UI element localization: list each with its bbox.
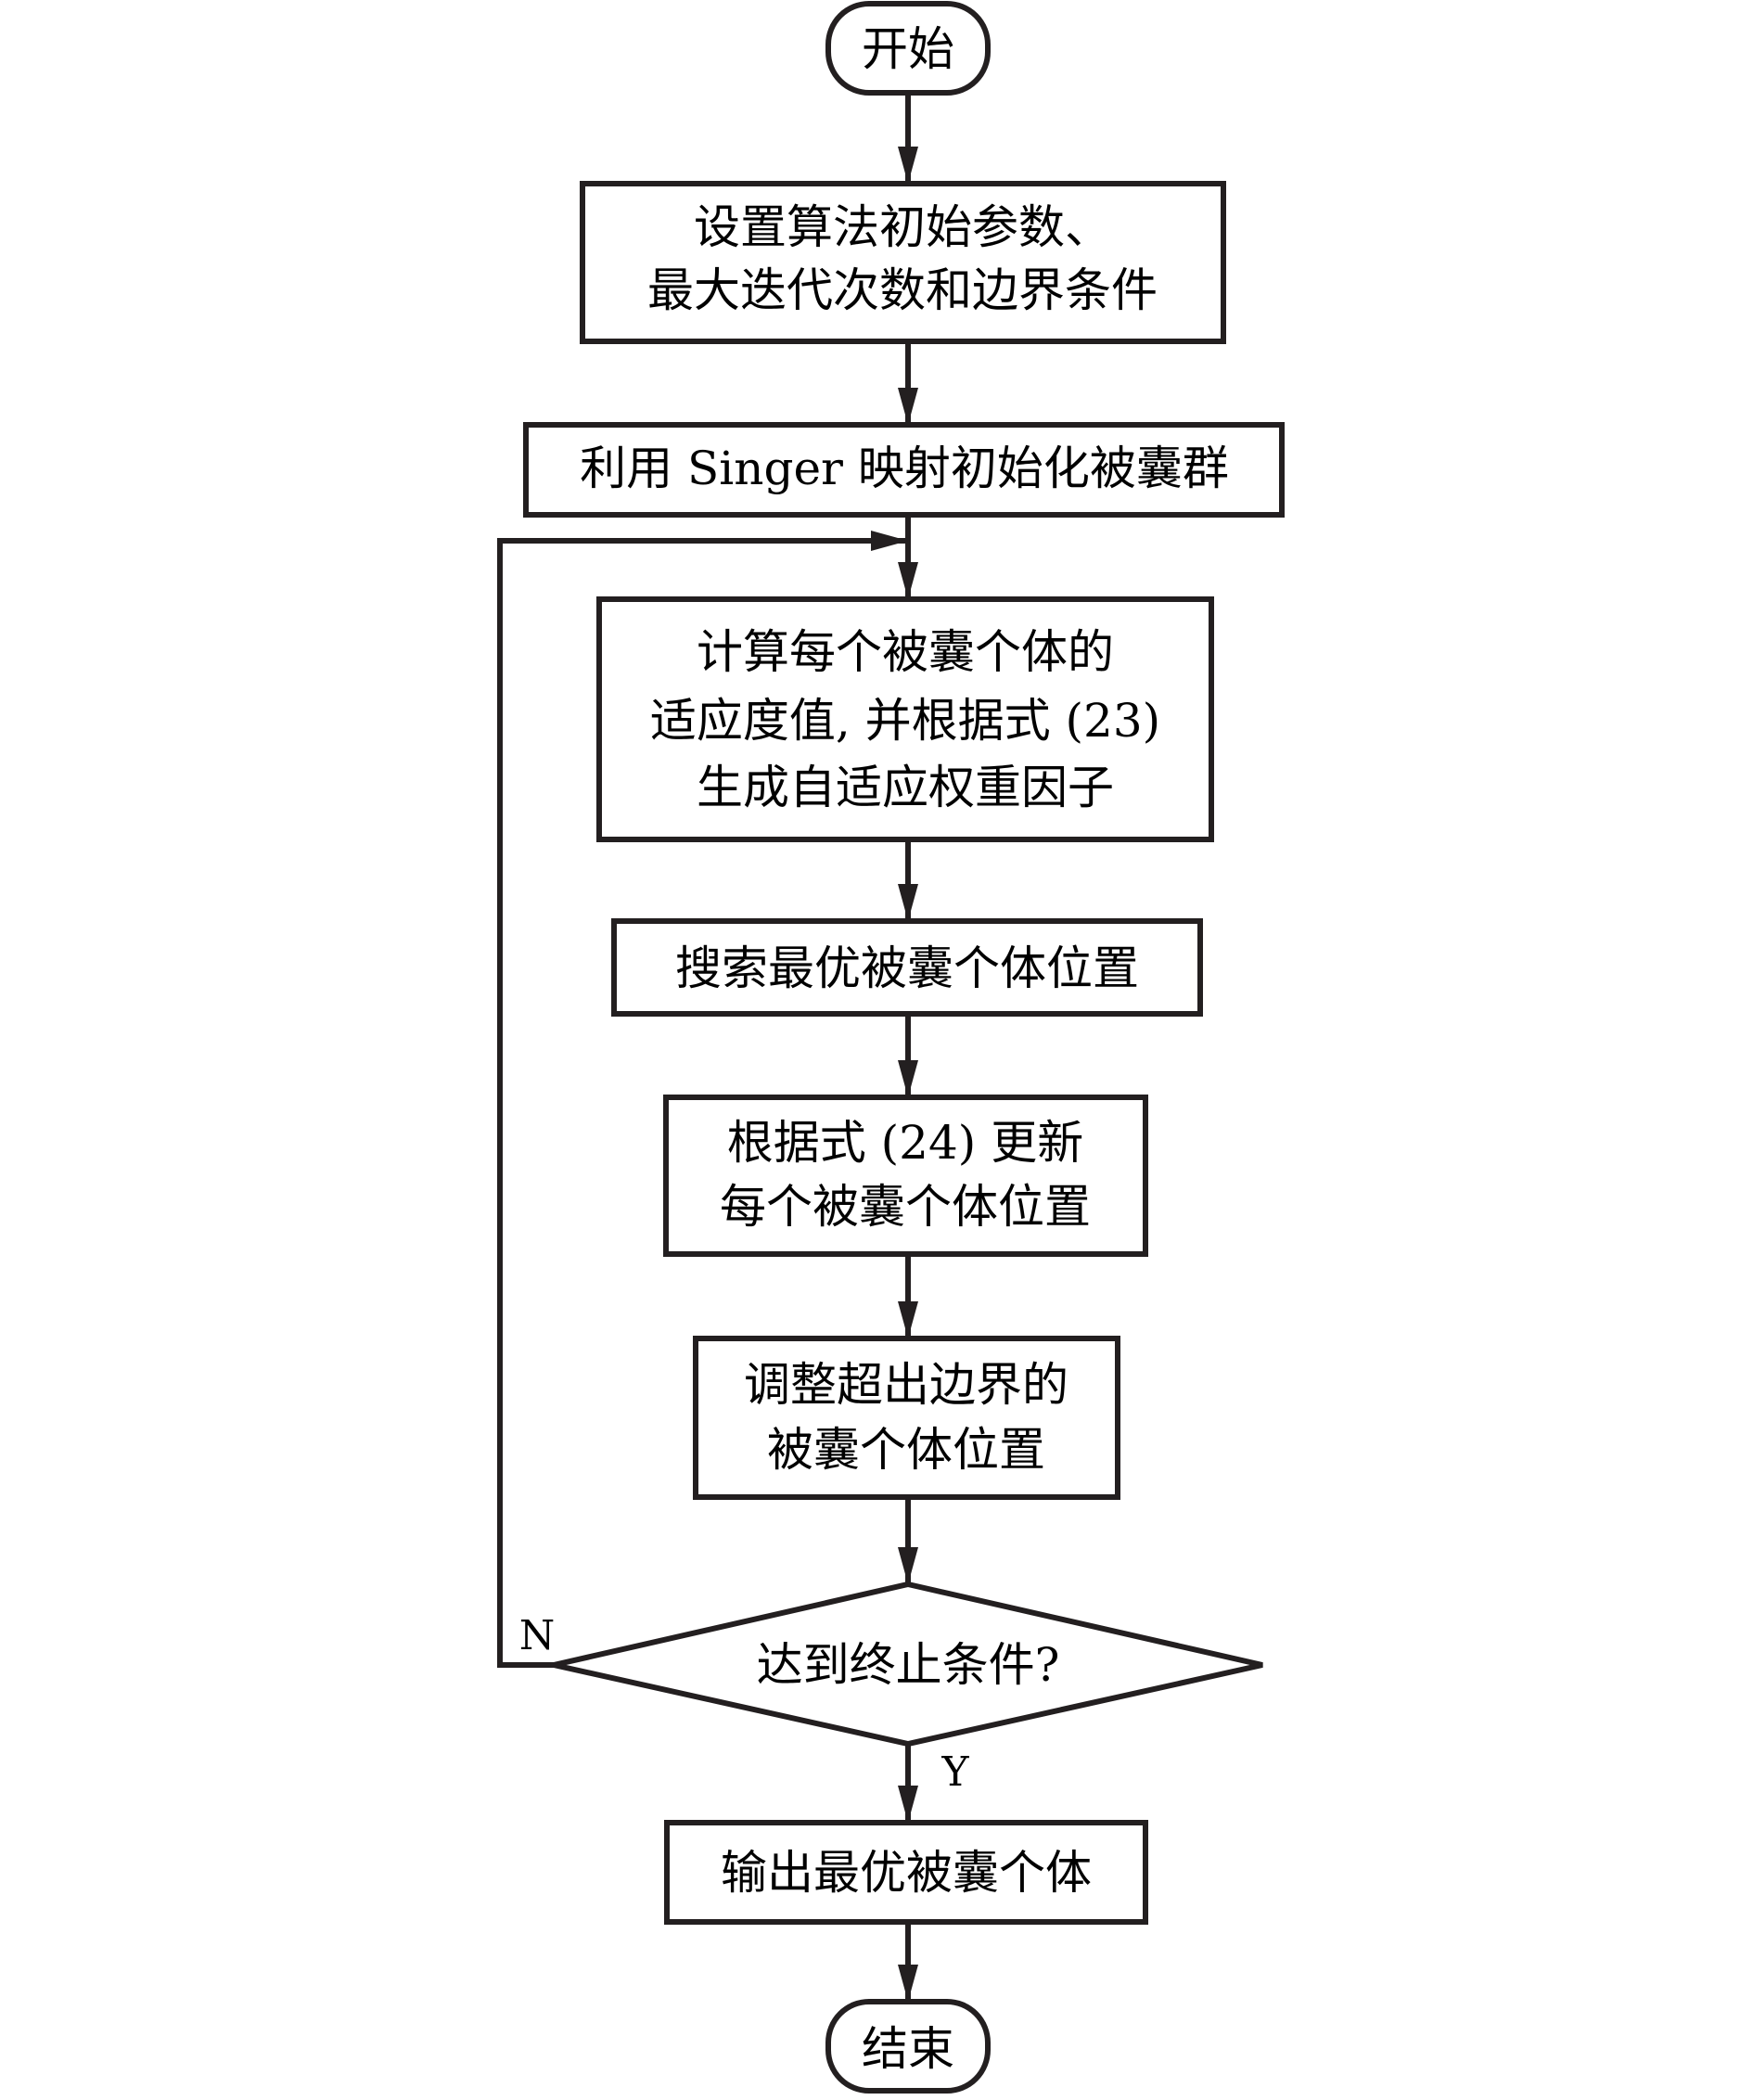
fitness-box bbox=[596, 596, 1214, 842]
boundary-box bbox=[693, 1336, 1120, 1500]
end-terminal bbox=[825, 1999, 991, 2094]
init-params-label-line2: 最大迭代次数和边界条件 bbox=[647, 263, 1158, 317]
edge-loop-no bbox=[497, 531, 908, 1668]
search-best-label: 搜索最优被囊个体位置 bbox=[675, 941, 1139, 995]
decision-label: 达到终止条件? bbox=[757, 1638, 1060, 1692]
start-terminal bbox=[825, 1, 991, 96]
search-best-box bbox=[611, 918, 1203, 1017]
edge-label-no: N bbox=[519, 1612, 556, 1659]
init-population-box bbox=[523, 422, 1285, 518]
init-params-label-line1: 设置算法初始参数、 bbox=[694, 200, 1111, 254]
output-box bbox=[664, 1820, 1148, 1925]
output-label: 输出最优被囊个体 bbox=[721, 1846, 1092, 1900]
update-label-line1: 根据式 (24) 更新 bbox=[727, 1116, 1083, 1170]
boundary-label-line2: 被囊个体位置 bbox=[767, 1423, 1045, 1477]
init-population-label: 利用 Singer 映射初始化被囊群 bbox=[580, 442, 1229, 495]
edge-label-yes: Y bbox=[940, 1748, 969, 1796]
decision-diamond bbox=[553, 1581, 1263, 1748]
fitness-label-line2: 适应度值, 并根据式 (23) bbox=[650, 694, 1160, 748]
start-label: 开始 bbox=[862, 22, 954, 76]
init-params-box bbox=[580, 181, 1226, 344]
update-box bbox=[663, 1095, 1148, 1257]
end-label: 结束 bbox=[862, 2022, 954, 2076]
fitness-label-line3: 生成自适应权重因子 bbox=[697, 761, 1114, 814]
fitness-label-line1: 计算每个被囊个体的 bbox=[697, 625, 1114, 679]
boundary-label-line1: 调整超出边界的 bbox=[744, 1358, 1068, 1412]
update-label-line2: 每个被囊个体位置 bbox=[720, 1180, 1091, 1234]
